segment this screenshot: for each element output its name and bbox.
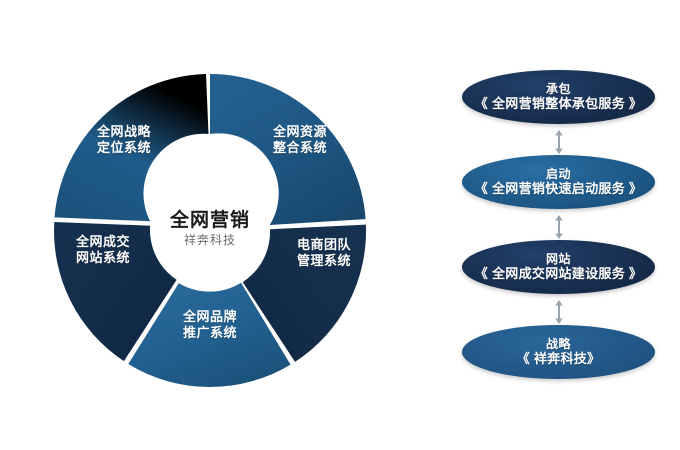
- flow-item-strategy[interactable]: 战略 《 祥奔科技》: [462, 325, 655, 379]
- double-arrow-vertical-icon: [555, 300, 563, 324]
- donut-chart: 全网资源 整合系统 电商团队 管理系统 全网品牌 推广系统 全网成交 网站系统 …: [42, 62, 378, 398]
- donut-segment-resource-integration[interactable]: [210, 74, 366, 225]
- flow-item-subtitle: 《 全网营销整体承包服务 》: [474, 96, 643, 111]
- donut-center-hole: [150, 170, 270, 290]
- service-flow-list: 承包 《 全网营销整体承包服务 》 启动 《 全网营销快速启动服务 》 网站 《…: [455, 62, 665, 402]
- flow-item-title: 承包: [545, 82, 571, 96]
- double-arrow-vertical-icon: [555, 215, 563, 239]
- double-arrow-vertical-icon: [555, 130, 563, 154]
- flow-item-website[interactable]: 网站 《 全网成交网站建设服务 》: [462, 240, 655, 294]
- flow-item-subtitle: 《 全网成交网站建设服务 》: [474, 266, 643, 281]
- flow-item-title: 启动: [545, 167, 571, 181]
- flow-item-launch[interactable]: 启动 《 全网营销快速启动服务 》: [462, 155, 655, 209]
- donut-segment-brand-promotion[interactable]: [128, 282, 291, 388]
- flow-item-subtitle: 《 祥奔科技》: [516, 351, 601, 366]
- flow-item-title: 网站: [545, 252, 571, 266]
- donut-segment-ecommerce-team-management[interactable]: [242, 224, 367, 362]
- flow-item-contracting[interactable]: 承包 《 全网营销整体承包服务 》: [462, 70, 655, 124]
- flow-item-title: 战略: [545, 337, 571, 351]
- flow-item-subtitle: 《 全网营销快速启动服务 》: [474, 181, 643, 196]
- donut-svg: [54, 74, 367, 388]
- donut-segment-deal-website[interactable]: [54, 222, 177, 362]
- donut-segment-strategy-positioning[interactable]: [54, 74, 209, 222]
